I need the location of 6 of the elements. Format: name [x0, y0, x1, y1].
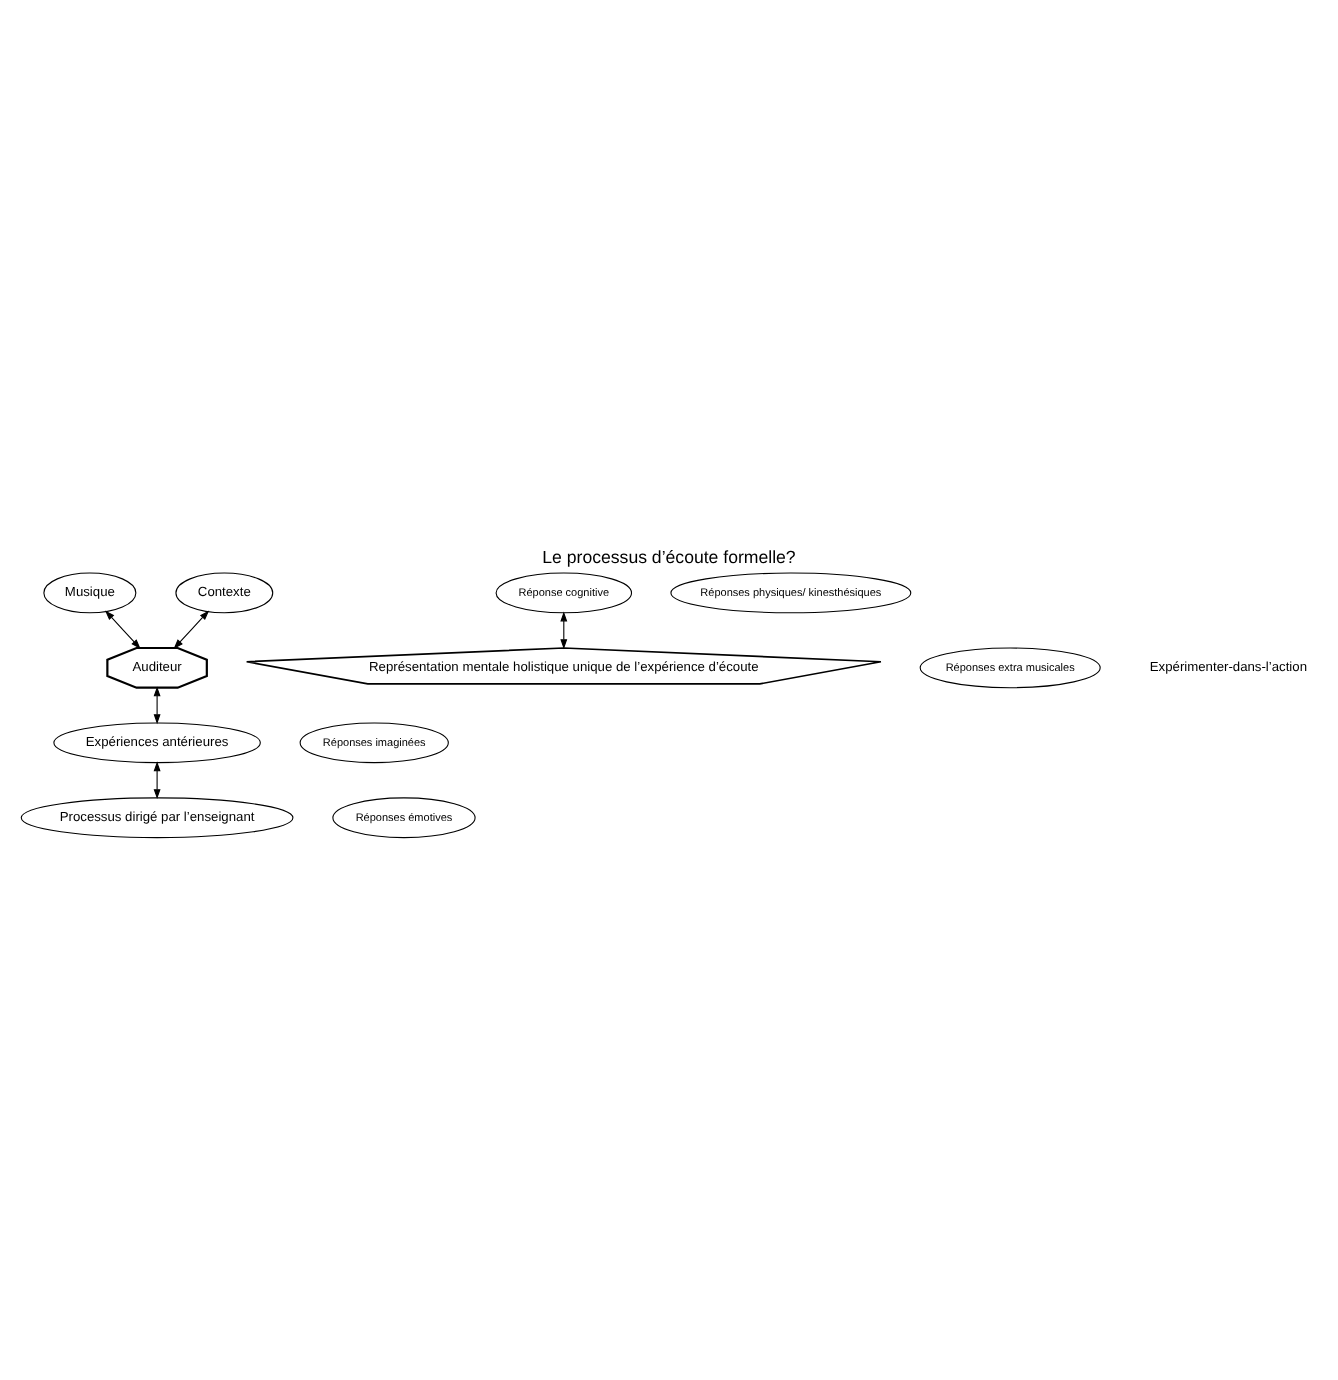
arrow — [560, 610, 568, 649]
arrow — [173, 609, 210, 648]
arrow — [153, 685, 161, 724]
diagram-title: Le processus d’écoute formelle? — [542, 545, 796, 566]
arrow — [153, 760, 161, 799]
arrow — [105, 609, 141, 648]
